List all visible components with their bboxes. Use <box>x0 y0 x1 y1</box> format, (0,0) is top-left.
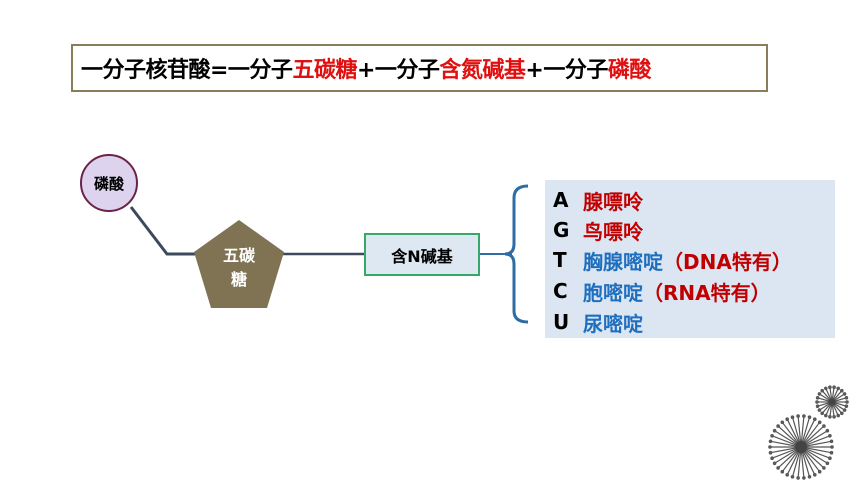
base-name: 胞嘧啶 <box>583 280 643 305</box>
base-row-t: T 胸腺嘧啶 （DNA特有） <box>553 245 792 275</box>
phosphate-node: 磷酸 <box>80 154 138 212</box>
base-letter: T <box>553 248 567 272</box>
bases-bracket <box>504 184 529 324</box>
dandelion-large-icon <box>768 414 834 480</box>
base-row-c: C 胞嘧啶 （RNA特有） <box>553 276 771 306</box>
base-name: 鸟嘌呤 <box>583 219 643 244</box>
base-node: 含N碱基 <box>364 233 480 276</box>
formula-box: 一分子核苷酸=一分子五碳糖+一分子含氮碱基+一分子磷酸 <box>71 44 768 92</box>
sugar-pentagon <box>194 220 284 308</box>
base-name: 腺嘌呤 <box>583 189 643 214</box>
base-note: （DNA特有） <box>663 249 792 274</box>
base-row-g: G 鸟嘌呤 <box>553 215 643 245</box>
base-letter: A <box>553 188 569 212</box>
formula-pentose: 五碳糖 <box>292 58 357 83</box>
base-letter: U <box>553 310 570 334</box>
base-row-u: U 尿嘧啶 <box>553 307 643 337</box>
formula-plus1: +一分子 <box>356 58 440 83</box>
phosphate-label: 磷酸 <box>93 174 124 193</box>
base-letter: G <box>553 218 570 242</box>
sugar-label-line1: 五碳 <box>222 246 255 265</box>
formula-phosphate: 磷酸 <box>607 58 652 83</box>
sugar-label: 五碳 糖 <box>192 244 286 292</box>
formula-base: 含氮碱基 <box>439 58 526 83</box>
base-letter: C <box>553 279 568 303</box>
dandelion-small-icon <box>815 385 849 419</box>
phosphate-sugar-connector <box>129 206 195 256</box>
formula-plus2: +一分子 <box>525 58 608 83</box>
base-label: 含N碱基 <box>391 246 453 266</box>
base-note: （RNA特有） <box>643 280 771 305</box>
sugar-label-line2: 糖 <box>230 270 247 289</box>
base-row-a: A 腺嘌呤 <box>553 185 643 215</box>
base-name: 胸腺嘧啶 <box>583 249 663 274</box>
bases-panel <box>545 180 835 338</box>
formula-part1: 一分子核苷酸=一分子 <box>81 58 293 83</box>
base-name: 尿嘧啶 <box>583 311 643 336</box>
